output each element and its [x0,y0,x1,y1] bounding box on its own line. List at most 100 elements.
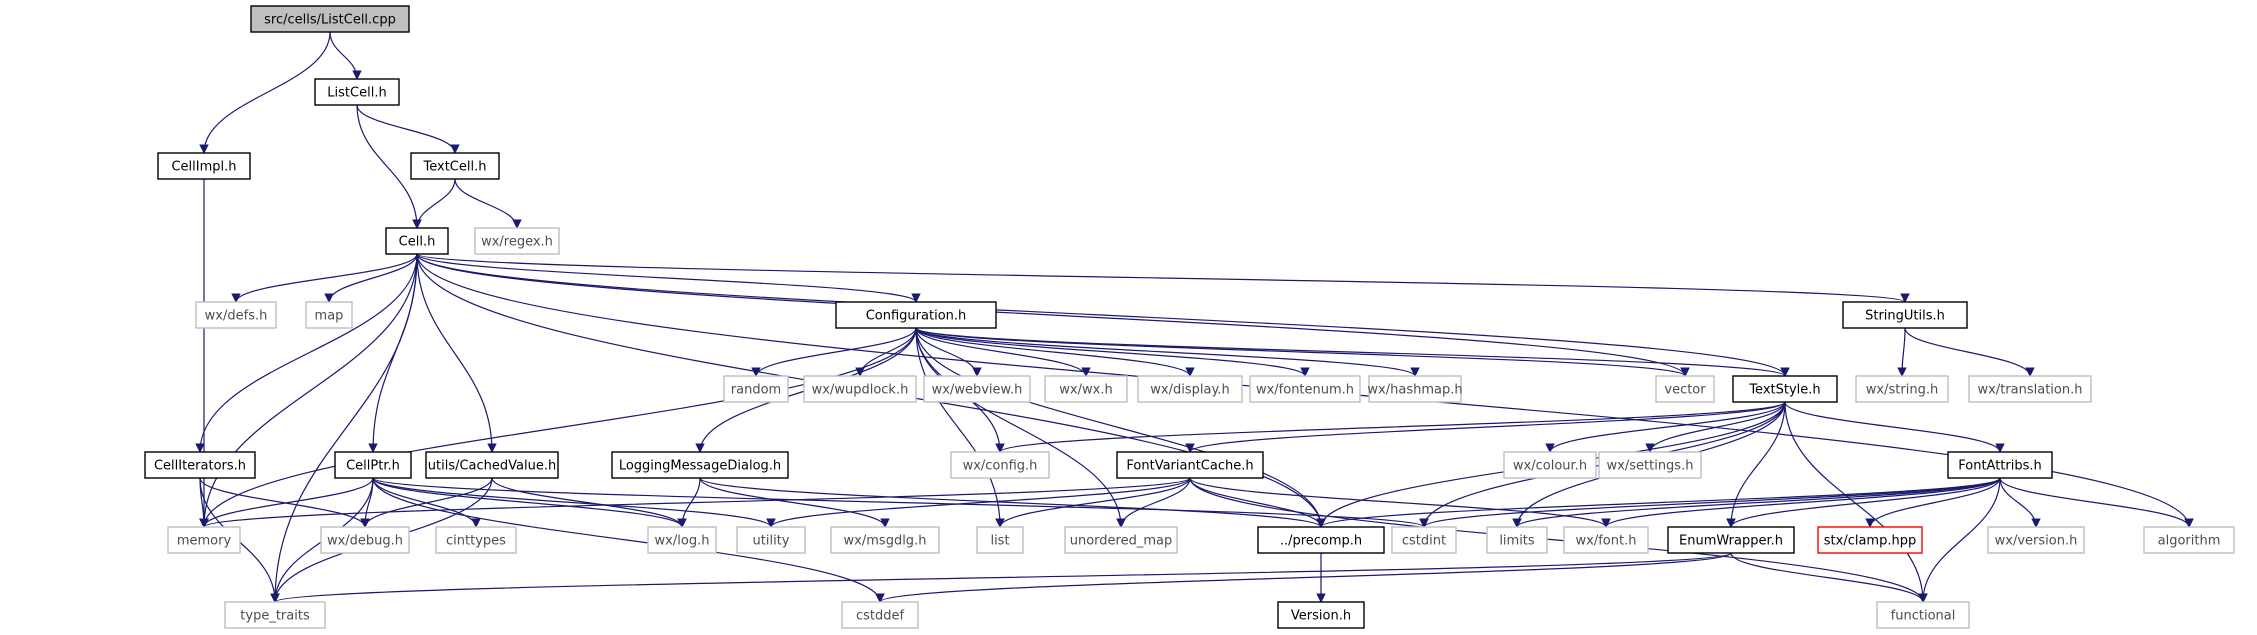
node-configuration-h[interactable]: Configuration.h [835,301,997,329]
node-box [1391,526,1457,554]
node-label: wx/fontenum.h [1256,383,1354,398]
node-box [1817,526,1923,554]
node-wx-wx-h: wx/wx.h [1044,375,1128,403]
edge-cell-h-to-configuration-h [416,253,921,303]
edge-configuration-h-to-wx-webview-h [915,327,982,377]
node-box [2143,526,2235,554]
edge-cell-h-to-memory [199,253,418,528]
node-cellptr-h[interactable]: CellPtr.h [334,451,412,479]
node-list: list [976,526,1024,554]
node-loggingmessagedialog-h[interactable]: LoggingMessageDialog.h [611,451,789,479]
node-memory: memory [167,526,241,554]
edge-fontvariantcache-h-to-wx-font-h [1189,477,1611,528]
node-label: src/cells/ListCell.cpp [264,13,396,28]
edge-utils-cachedvalue-h-to-wx-debug-h [360,477,493,528]
node-algorithm: algorithm [2143,526,2235,554]
node-limits: limits [1486,526,1548,554]
edge-configuration-h-to-unordered-map [915,327,1126,528]
node-label: limits [1499,534,1535,549]
node-label: wx/wupdlock.h [812,383,909,398]
edge-fontattribs-h-to-stx-clamp-hpp [1865,477,2001,528]
node-label: Configuration.h [866,309,967,324]
node-map: map [305,301,353,329]
node-box [250,5,410,33]
node-fontvariantcache-h[interactable]: FontVariantCache.h [1116,451,1264,479]
edge-configuration-h-to-random [751,327,917,377]
node-box [841,601,919,629]
node-label: FontAttribs.h [1958,459,2042,474]
edge-fontattribs-h-to-wx-font-h [1601,477,2001,528]
node-box [803,375,917,403]
node-wx-wupdlock-h: wx/wupdlock.h [803,375,917,403]
node-box [410,152,500,180]
node-wx-colour-h: wx/colour.h [1503,451,1597,479]
node-vector: vector [1655,375,1715,403]
node-box [1116,451,1264,479]
node-box [474,227,560,255]
node-listcell-h[interactable]: ListCell.h [314,78,400,106]
node-cinttypes: cinttypes [435,526,517,554]
node-box [167,526,241,554]
node-version-h[interactable]: Version.h [1277,601,1365,629]
edge-textstyle-h-to-functional [1784,401,1928,603]
edge-celliterators-h-to-wx-debug-h [199,477,370,528]
node-label: TextStyle.h [1748,383,1820,398]
node-cellimpl-h[interactable]: CellImpl.h [157,152,251,180]
edge-textstyle-h-to-fontvariantcache-h [1185,401,1786,453]
node-textcell-h[interactable]: TextCell.h [410,152,500,180]
edge-enumwrapper-h-to-cstddef [875,552,1732,603]
node-stx-clamp-hpp[interactable]: stx/clamp.hpp [1817,526,1923,554]
node-box [1598,451,1702,479]
node-utility: utility [736,526,806,554]
node-src-cells-listcell-cpp[interactable]: src/cells/ListCell.cpp [250,5,410,33]
edge-cell-h-to-celliterators-h [195,253,418,453]
node-wx-hashmap-h: wx/hashmap.h [1367,375,1463,403]
edge-configuration-h-to-wx-fontenum-h [915,327,1310,377]
node-box [611,451,789,479]
edge-fontattribs-h-to-functional [1918,477,2001,603]
edge-listcell-h-to-cell-h [356,104,422,229]
node-wx-config-h: wx/config.h [950,451,1050,479]
node-type-traits: type_traits [224,601,326,629]
node-label: wx/version.h [1995,534,2078,549]
edge-textstyle-h-to-enumwrapper-h [1726,401,1786,528]
node-wx-defs-h: wx/defs.h [195,301,277,329]
node-fontattribs-h[interactable]: FontAttribs.h [1947,451,2053,479]
node-stringutils-h[interactable]: StringUtils.h [1842,301,1968,329]
node-box [1044,375,1128,403]
edge-fontvariantcache-h-to-list [995,477,1191,528]
edge-fontvariantcache-h-to-unordered-map [1116,477,1191,528]
node-box [1249,375,1361,403]
edge-fontvariantcache-h-to-utility [766,477,1191,528]
node-box [1064,526,1178,554]
edge-cellptr-h-to-wx-log-h [372,477,687,528]
node-utils-cachedvalue-h[interactable]: utils/CachedValue.h [425,451,559,479]
nodes-layer: src/cells/ListCell.cppListCell.hCellImpl… [144,5,2235,629]
edge-textcell-h-to-wx-regex-h [454,178,522,229]
edge-enumwrapper-h-to-functional [1730,552,1928,603]
node-box [923,375,1031,403]
edge-src-cells-listcell-cpp-to-cellimpl-h [199,31,331,154]
edge-stringutils-h-to-wx-string-h [1897,327,1907,377]
node-textstyle-h[interactable]: TextStyle.h [1732,375,1838,403]
edge-configuration-h-to-wx-display-h [915,327,1195,377]
node-celliterators-h[interactable]: CellIterators.h [144,451,256,479]
edge-configuration-h-to-precomp-h [915,327,1326,528]
edge-cell-h-to-stringutils-h [416,253,1910,303]
node-cell-h[interactable]: Cell.h [385,227,449,255]
node-random: random [723,375,789,403]
edge-fontattribs-h-to-wx-version-h [1999,477,2041,528]
node-label: wx/wx.h [1059,383,1112,398]
edge-listcell-h-to-textcell-h [356,104,460,154]
edge-fontattribs-h-to-cstdint [1419,477,2001,528]
node-box [1277,601,1365,629]
node-label: type_traits [240,609,310,624]
node-label: StringUtils.h [1865,309,1945,324]
node-wx-debug-h: wx/debug.h [320,526,410,554]
edge-cell-h-to-utils-cachedvalue-h [416,253,497,453]
node-enumwrapper-h[interactable]: EnumWrapper.h [1667,526,1795,554]
node-cstddef: cstddef [841,601,919,629]
node-precomp-h[interactable]: ../precomp.h [1257,526,1385,554]
node-label: wx/colour.h [1513,459,1587,474]
node-box [195,301,277,329]
